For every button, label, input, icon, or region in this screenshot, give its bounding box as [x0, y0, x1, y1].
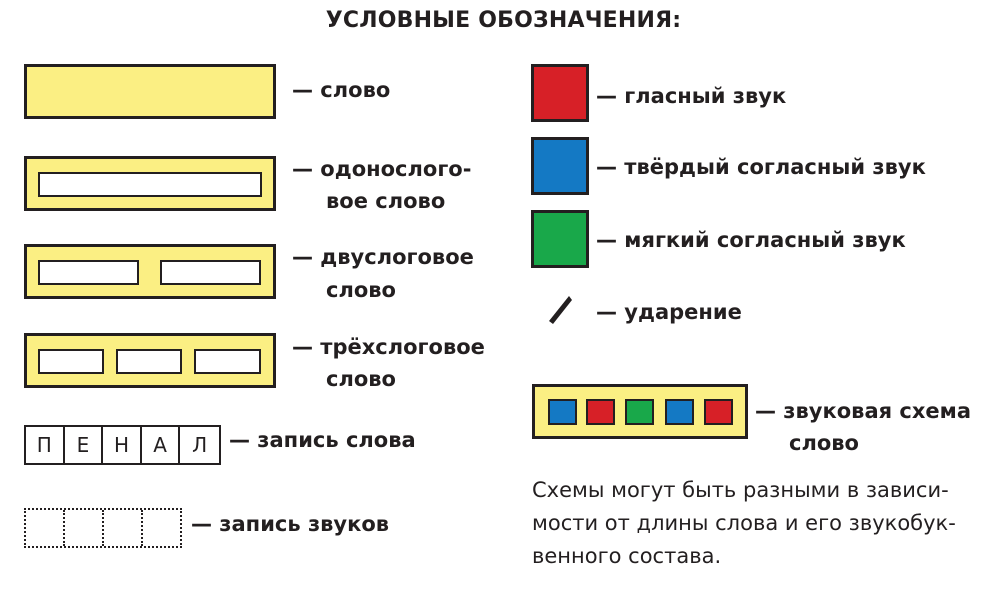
sound-cell: [104, 510, 143, 546]
syllable-box: [38, 349, 104, 374]
word-label: — слово: [292, 78, 391, 102]
letter-cell: Л: [192, 433, 208, 457]
syllable-box: [194, 349, 261, 374]
one-syllable-label-line2: вое слово: [326, 189, 446, 213]
syllable-box: [38, 172, 262, 197]
one-syllable-label-line1: — одонослого-: [292, 157, 472, 181]
vowel-square: [531, 64, 589, 122]
sound-cell: [143, 510, 180, 546]
word-symbol: [24, 64, 276, 119]
two-syllable-label-line1: — двуслоговое: [292, 245, 474, 269]
scheme-sound-square: [704, 399, 733, 425]
two-syllable-label-line2: слово: [326, 278, 396, 302]
letter-cell: А: [142, 427, 181, 463]
page-title: УСЛОВНЫЕ ОБОЗНАЧЕНИЯ:: [325, 8, 682, 33]
scheme-sound-square: [548, 399, 577, 425]
sound-cell: [65, 510, 104, 546]
sounds-record-label: — запись звуков: [191, 512, 390, 536]
sound-cell: [26, 510, 65, 546]
letter-cell: Е: [65, 427, 104, 463]
three-syllable-symbol: [24, 333, 276, 388]
sound-scheme-symbol: [532, 384, 748, 439]
stress-mark-icon: [549, 296, 572, 324]
scheme-sound-square: [665, 399, 694, 425]
sounds-record-grid: [24, 508, 182, 548]
schemes-note: Схемы могут быть разными в зависи- мости…: [532, 474, 1002, 573]
syllable-box: [116, 349, 182, 374]
hard-consonant-square: [531, 137, 589, 195]
note-line: мости от длины слова и его звукобук-: [532, 511, 956, 535]
sound-scheme-label-line2: слово: [789, 431, 859, 455]
scheme-sound-square: [625, 399, 654, 425]
word-record-label: — запись слова: [229, 428, 416, 452]
three-syllable-label-line1: — трёхслоговое: [292, 335, 485, 359]
syllable-box: [38, 260, 139, 285]
letter-cell: Н: [103, 427, 142, 463]
syllable-box: [160, 260, 261, 285]
soft-consonant-square: [531, 210, 589, 268]
word-record-grid: П Е Н А Л: [24, 425, 221, 465]
note-line: Схемы могут быть разными в зависи-: [532, 478, 949, 502]
letter-cell: П: [26, 427, 65, 463]
stress-label: — ударение: [596, 300, 742, 324]
note-line: венного состава.: [532, 544, 722, 568]
three-syllable-label-line2: слово: [326, 367, 396, 391]
vowel-label: — гласный звук: [596, 84, 787, 108]
soft-consonant-label: — мягкий согласный звук: [596, 228, 906, 252]
scheme-sound-square: [586, 399, 615, 425]
one-syllable-symbol: [24, 156, 276, 211]
hard-consonant-label: — твёрдый согласный звук: [596, 155, 926, 179]
sound-scheme-label-line1: — звуковая схема: [755, 399, 971, 423]
two-syllable-symbol: [24, 244, 276, 299]
